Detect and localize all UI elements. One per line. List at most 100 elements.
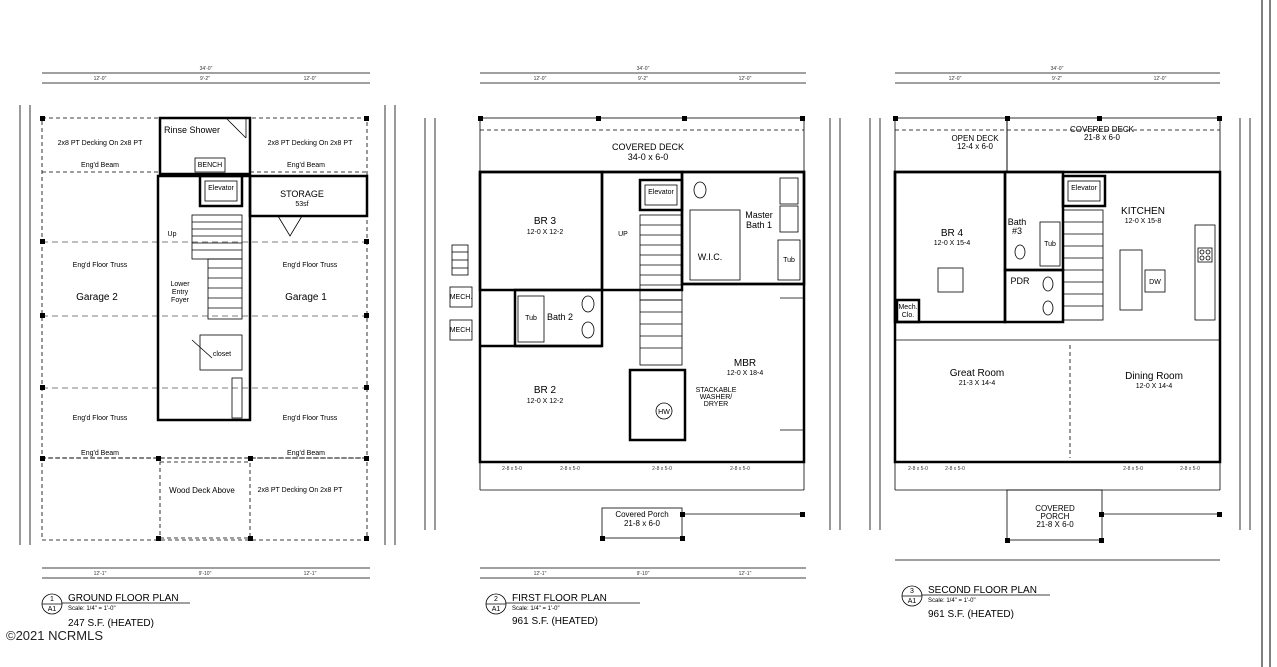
svg-text:12'-0": 12'-0" bbox=[94, 76, 107, 82]
svg-text:Foyer: Foyer bbox=[171, 297, 190, 304]
svg-text:Tub: Tub bbox=[525, 315, 537, 322]
bench-label: BENCH bbox=[198, 162, 223, 169]
svg-text:12'-1": 12'-1" bbox=[94, 571, 107, 577]
svg-text:2-8 x 5-0: 2-8 x 5-0 bbox=[502, 466, 522, 472]
svg-text:2-8 x 5-0: 2-8 x 5-0 bbox=[945, 466, 965, 472]
svg-text:Eng'd Beam: Eng'd Beam bbox=[81, 450, 119, 457]
svg-text:MECH.: MECH. bbox=[450, 327, 473, 334]
svg-text:W.I.C.: W.I.C. bbox=[698, 252, 723, 262]
svg-text:12'-0": 12'-0" bbox=[534, 76, 547, 82]
svg-text:34'-0": 34'-0" bbox=[637, 66, 650, 72]
mbr-label: MBR bbox=[734, 358, 756, 369]
svg-text:12'-1": 12'-1" bbox=[304, 571, 317, 577]
svg-text:Eng'd Floor Truss: Eng'd Floor Truss bbox=[283, 415, 338, 422]
garage-2-label: Garage 2 bbox=[76, 292, 118, 303]
second-floor-area: 961 S.F. (HEATED) bbox=[928, 609, 1014, 620]
svg-text:A1: A1 bbox=[492, 606, 501, 613]
svg-text:PORCH: PORCH bbox=[1041, 512, 1070, 521]
svg-text:Scale: 1/4" = 1'-0": Scale: 1/4" = 1'-0" bbox=[928, 598, 976, 604]
br2-label: BR 2 bbox=[534, 385, 557, 396]
svg-text:2x8 PT Decking On 2x8 PT: 2x8 PT Decking On 2x8 PT bbox=[258, 487, 343, 494]
br3-label: BR 3 bbox=[534, 216, 557, 227]
svg-text:Entry: Entry bbox=[172, 289, 189, 296]
svg-text:12-0 X 18-4: 12-0 X 18-4 bbox=[727, 370, 764, 377]
storage-label: STORAGE bbox=[280, 189, 324, 199]
svg-text:2-8 x 5-0: 2-8 x 5-0 bbox=[908, 466, 928, 472]
first-floor-area: 961 S.F. (HEATED) bbox=[512, 616, 598, 627]
svg-text:Elevator: Elevator bbox=[1071, 185, 1097, 192]
svg-text:1: 1 bbox=[50, 596, 54, 603]
svg-text:Bath 1: Bath 1 bbox=[746, 220, 772, 230]
svg-text:Eng'd Beam: Eng'd Beam bbox=[81, 162, 119, 169]
svg-text:21-8 x 6-0: 21-8 x 6-0 bbox=[1084, 133, 1121, 142]
svg-text:Elevator: Elevator bbox=[208, 185, 234, 192]
svg-text:12'-0": 12'-0" bbox=[739, 76, 752, 82]
garage-1-label: Garage 1 bbox=[285, 292, 327, 303]
svg-text:12-4 x 6-0: 12-4 x 6-0 bbox=[957, 142, 994, 151]
svg-text:12-0 X 15-8: 12-0 X 15-8 bbox=[1125, 218, 1162, 225]
svg-text:DRYER: DRYER bbox=[704, 401, 728, 408]
svg-text:12-0 X 15-4: 12-0 X 15-4 bbox=[934, 240, 971, 247]
svg-text:Scale: 1/4" = 1'-0": Scale: 1/4" = 1'-0" bbox=[68, 606, 116, 612]
svg-text:3: 3 bbox=[910, 588, 914, 595]
svg-text:12-0 X 14-4: 12-0 X 14-4 bbox=[1136, 383, 1173, 390]
svg-text:Up: Up bbox=[168, 231, 177, 238]
svg-text:2-8 x 5-0: 2-8 x 5-0 bbox=[1180, 466, 1200, 472]
svg-text:21-8 X 6-0: 21-8 X 6-0 bbox=[1036, 520, 1074, 529]
open-deck-label: OPEN DECK bbox=[951, 134, 999, 143]
first-floor-title: FIRST FLOOR PLAN bbox=[512, 593, 607, 604]
svg-text:Scale: 1/4" = 1'-0": Scale: 1/4" = 1'-0" bbox=[512, 606, 560, 612]
svg-text:53sf: 53sf bbox=[295, 201, 308, 208]
svg-text:21-3 X 14-4: 21-3 X 14-4 bbox=[959, 380, 996, 387]
svg-text:2-8 x 5-0: 2-8 x 5-0 bbox=[560, 466, 580, 472]
svg-text:9'-2": 9'-2" bbox=[200, 76, 210, 82]
ground-floor-area: 247 S.F. (HEATED) bbox=[68, 618, 154, 629]
second-covered-deck-label: COVERED DECK bbox=[1070, 125, 1135, 134]
svg-text:12'-1": 12'-1" bbox=[739, 571, 752, 577]
copyright-watermark: ©2021 NCRMLS bbox=[6, 628, 104, 643]
svg-text:HW: HW bbox=[658, 409, 670, 416]
svg-text:Tub: Tub bbox=[783, 257, 795, 264]
svg-text:Wood Deck Above: Wood Deck Above bbox=[169, 486, 235, 495]
svg-text:34-0 x 6-0: 34-0 x 6-0 bbox=[628, 152, 669, 162]
svg-text:2: 2 bbox=[494, 596, 498, 603]
svg-text:2-8 x 5-0: 2-8 x 5-0 bbox=[1123, 466, 1143, 472]
svg-text:Clo.: Clo. bbox=[902, 312, 915, 319]
svg-text:12'-0": 12'-0" bbox=[1154, 76, 1167, 82]
great-room-label: Great Room bbox=[950, 368, 1004, 379]
first-floor-plan: 34'-0" 12'-0" 9'-2" 12'-0" 12'-1" 9'-10"… bbox=[424, 66, 841, 627]
second-floor-title: SECOND FLOOR PLAN bbox=[928, 585, 1037, 596]
svg-text:Bath 2: Bath 2 bbox=[547, 312, 573, 322]
svg-text:2-8 x 5-0: 2-8 x 5-0 bbox=[652, 466, 672, 472]
svg-text:2-8 x 5-0: 2-8 x 5-0 bbox=[730, 466, 750, 472]
svg-text:Eng'd Beam: Eng'd Beam bbox=[287, 450, 325, 457]
ground-floor-plan: 34'-0" 12'-0" 9'-2" 12'-0" 12'-1" 9'-10"… bbox=[19, 66, 396, 629]
svg-text:A1: A1 bbox=[48, 606, 57, 613]
svg-text:34'-0": 34'-0" bbox=[1051, 66, 1064, 72]
svg-text:9'-2": 9'-2" bbox=[638, 76, 648, 82]
br4-label: BR 4 bbox=[941, 228, 964, 239]
svg-text:9'-2": 9'-2" bbox=[1052, 76, 1062, 82]
svg-text:Eng'd Beam: Eng'd Beam bbox=[287, 162, 325, 169]
svg-text:2x8 PT Decking On 2x8 PT: 2x8 PT Decking On 2x8 PT bbox=[58, 140, 143, 147]
svg-text:21-8 x 6-0: 21-8 x 6-0 bbox=[624, 519, 661, 528]
ground-floor-title: GROUND FLOOR PLAN bbox=[68, 593, 179, 604]
svg-text:UP: UP bbox=[618, 231, 628, 238]
svg-text:Tub: Tub bbox=[1044, 241, 1056, 248]
svg-text:Eng'd Floor Truss: Eng'd Floor Truss bbox=[283, 262, 338, 269]
svg-text:Lower: Lower bbox=[170, 281, 190, 288]
svg-text:PDR: PDR bbox=[1010, 276, 1030, 286]
kitchen-label: KITCHEN bbox=[1121, 206, 1165, 217]
svg-text:2x8 PT Decking On 2x8 PT: 2x8 PT Decking On 2x8 PT bbox=[268, 140, 353, 147]
svg-text:12'-0": 12'-0" bbox=[949, 76, 962, 82]
svg-text:12'-1": 12'-1" bbox=[534, 571, 547, 577]
svg-text:12'-0": 12'-0" bbox=[304, 76, 317, 82]
rinse-shower-label: Rinse Shower bbox=[164, 125, 220, 135]
svg-text:9'-10": 9'-10" bbox=[199, 571, 212, 577]
dining-room-label: Dining Room bbox=[1125, 371, 1183, 382]
svg-text:12-0 X 12-2: 12-0 X 12-2 bbox=[527, 229, 564, 236]
svg-text:Bath: Bath bbox=[1008, 217, 1027, 227]
svg-text:MECH.: MECH. bbox=[450, 294, 473, 301]
svg-text:9'-10": 9'-10" bbox=[637, 571, 650, 577]
